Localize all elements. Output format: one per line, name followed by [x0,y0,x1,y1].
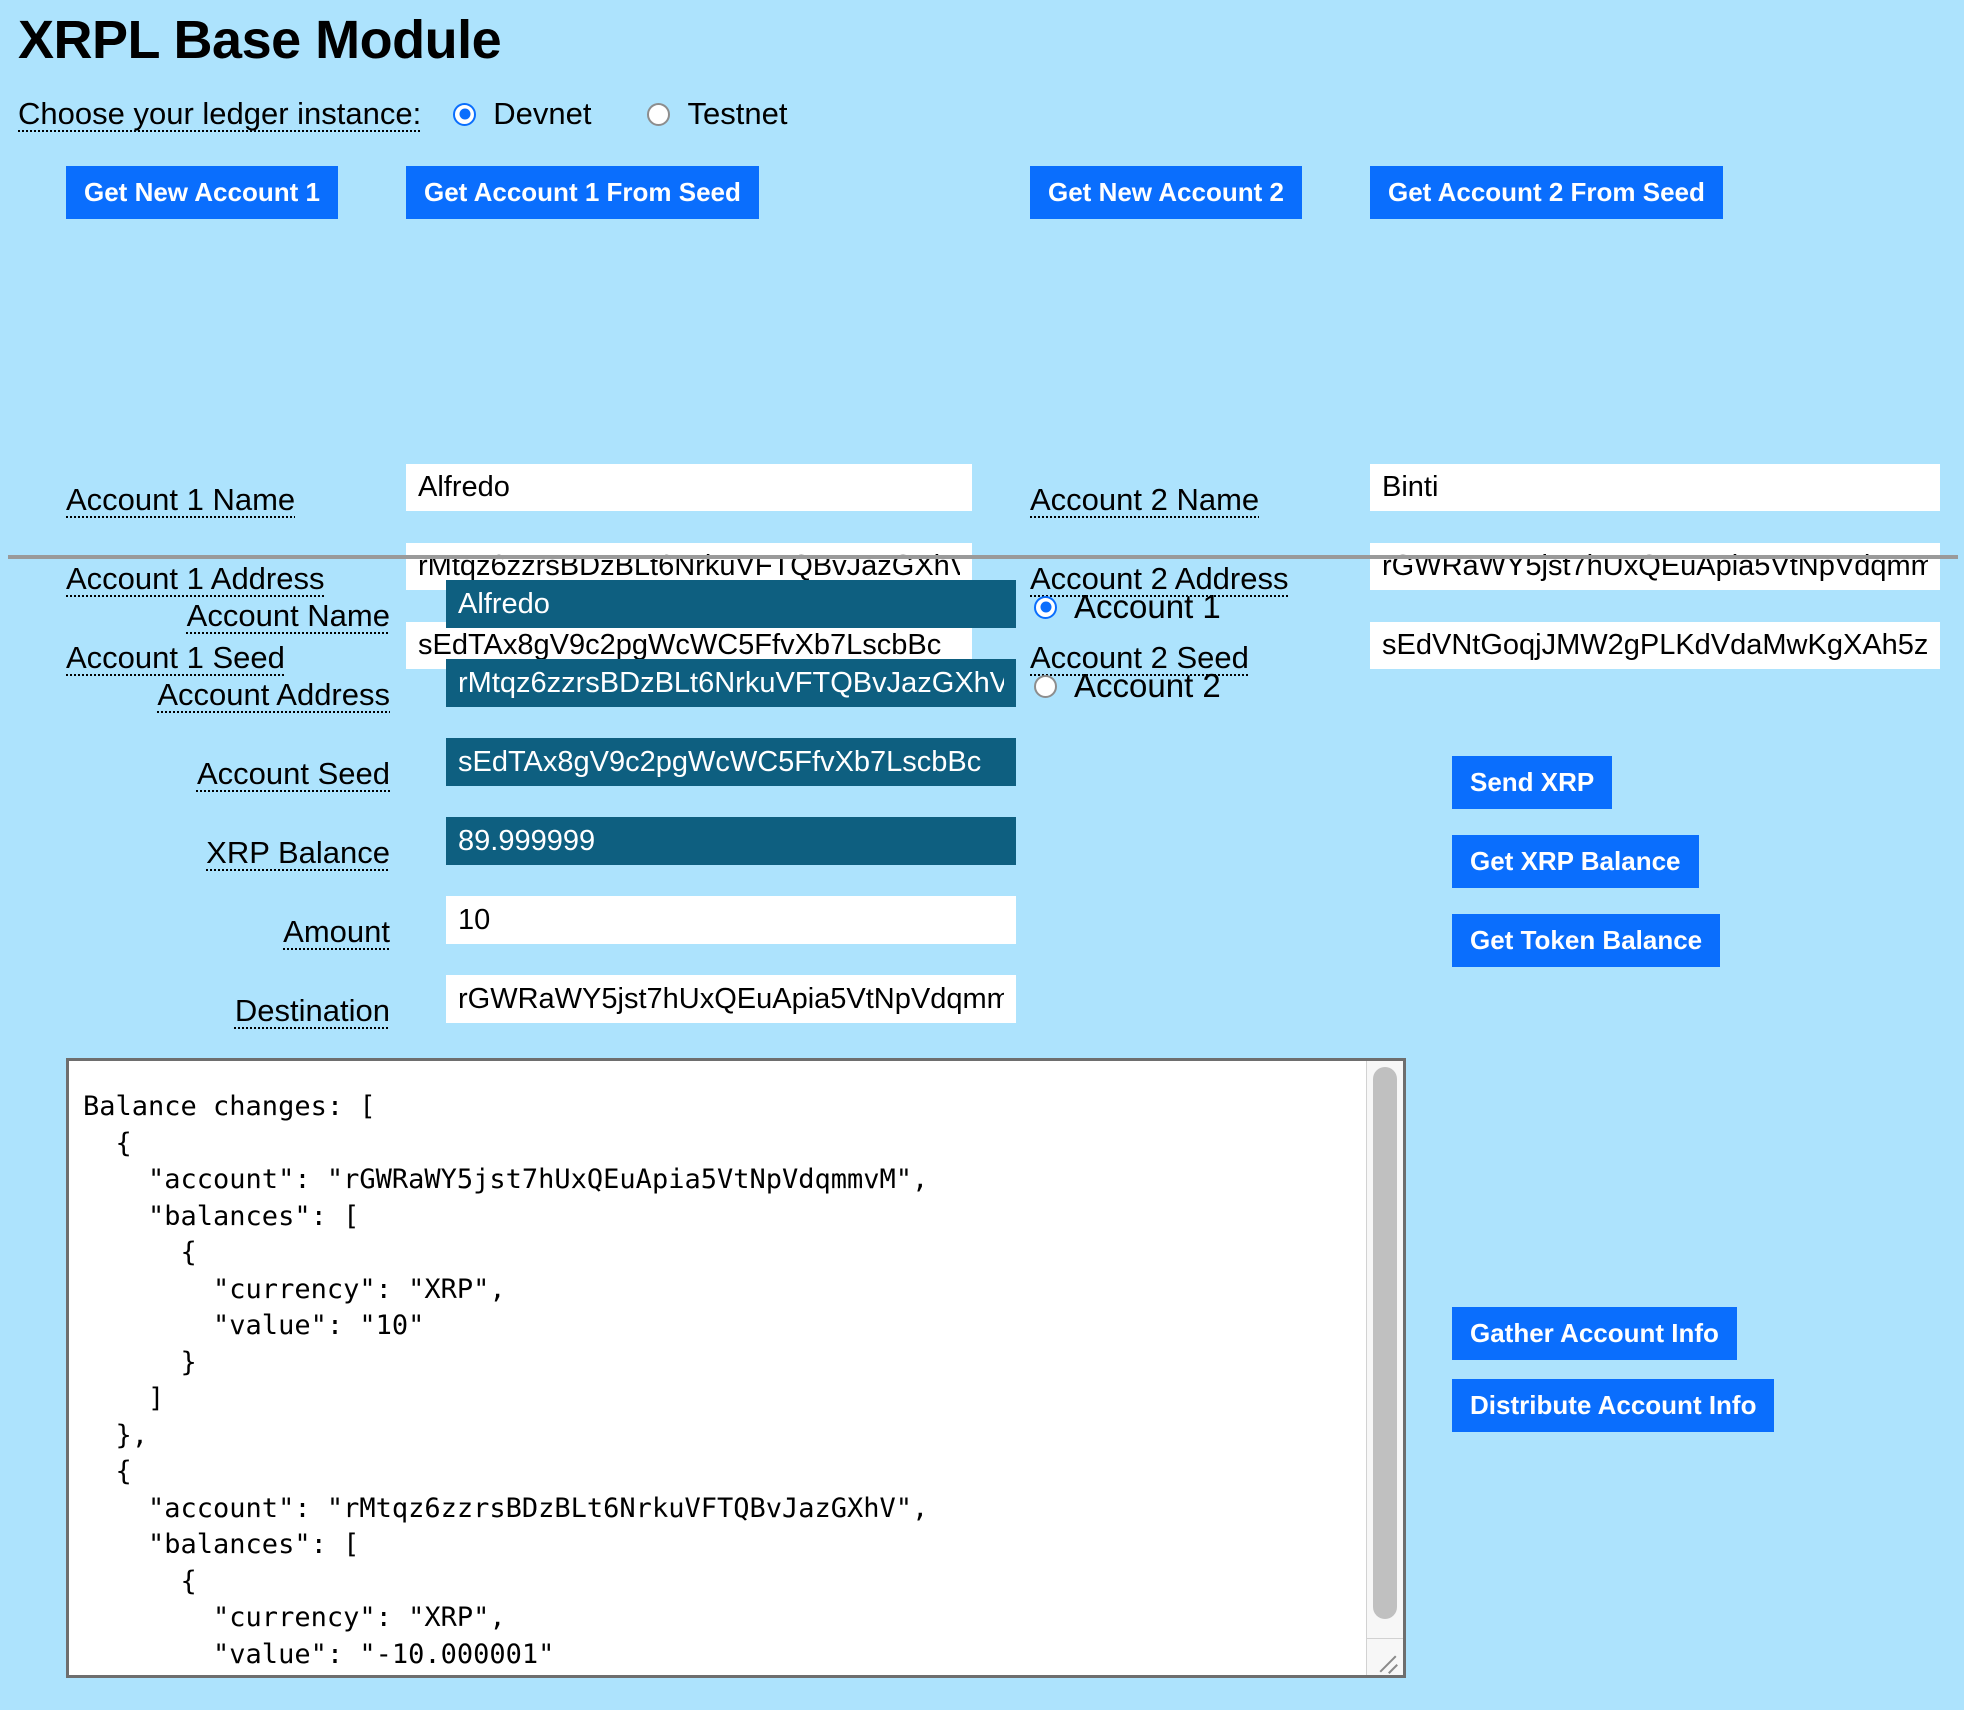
radio-account-2[interactable]: Account 2 [1034,667,1221,705]
output-scrollbar[interactable] [1366,1061,1403,1675]
app-root: XRPL Base Module Choose your ledger inst… [0,10,1964,1710]
radio-testnet[interactable]: Testnet [647,96,787,132]
account-address-field[interactable] [446,659,1016,707]
radio-testnet-indicator[interactable] [647,102,671,126]
account-2-name-label: Account 2 Name [1030,482,1260,518]
radio-account-1-label: Account 1 [1074,588,1221,625]
get-new-account-2-button[interactable]: Get New Account 2 [1030,166,1302,220]
account-1-name-label: Account 1 Name [66,482,296,518]
radio-account-1-indicator[interactable] [1034,595,1057,619]
get-xrp-balance-button[interactable]: Get XRP Balance [1452,835,1699,888]
radio-devnet-indicator[interactable] [453,102,477,126]
account-2-address-label: Account 2 Address [1030,561,1289,597]
section-divider [8,555,1958,559]
radio-testnet-label: Testnet [687,96,788,132]
output-scrollbar-thumb[interactable] [1373,1067,1397,1619]
output-textarea[interactable]: Balance changes: [ { "account": "rGWRaWY… [66,1058,1406,1678]
account-name-field[interactable] [446,580,1016,628]
xrp-balance-label: XRP Balance [206,835,390,870]
ledger-instance-label: Choose your ledger instance: [18,96,422,132]
ledger-chooser: Choose your ledger instance: Devnet Test… [18,96,1964,132]
get-account-2-from-seed-button[interactable]: Get Account 2 From Seed [1370,166,1723,220]
account-2-seed-input[interactable] [1370,622,1940,670]
radio-devnet[interactable]: Devnet [453,96,591,132]
get-account-1-from-seed-button[interactable]: Get Account 1 From Seed [406,166,759,220]
page-title: XRPL Base Module [18,10,502,70]
account-seed-label: Account Seed [196,756,390,791]
send-xrp-button[interactable]: Send XRP [1452,756,1613,809]
account-name-label: Account Name [186,598,390,633]
destination-input[interactable] [446,975,1016,1023]
account-2-address-input[interactable] [1370,543,1940,591]
get-new-account-1-button[interactable]: Get New Account 1 [66,166,338,220]
radio-account-2-label: Account 2 [1074,667,1221,704]
radio-devnet-label: Devnet [493,96,592,132]
get-token-balance-button[interactable]: Get Token Balance [1452,914,1721,967]
account-seed-field[interactable] [446,738,1016,786]
account-address-label: Account Address [157,677,390,712]
xrp-balance-field[interactable] [446,817,1016,865]
destination-label: Destination [234,993,390,1028]
output-resize-handle[interactable] [1366,1638,1403,1675]
account-1-address-label: Account 1 Address [66,561,325,597]
accounts-section: Get New Account 1 Get Account 1 From See… [0,166,1964,675]
account-2-name-input[interactable] [1370,464,1940,512]
account-1-name-input[interactable] [406,464,972,512]
account-1-seed-label: Account 1 Seed [66,640,285,676]
output-text-content[interactable]: Balance changes: [ { "account": "rGWRaWY… [83,1091,929,1670]
radio-account-2-indicator[interactable] [1034,674,1057,698]
account-2-seed-label: Account 2 Seed [1030,640,1249,676]
gather-account-info-button[interactable]: Gather Account Info [1452,1307,1737,1360]
distribute-account-info-button[interactable]: Distribute Account Info [1452,1379,1775,1432]
amount-input[interactable] [446,896,1016,944]
amount-label: Amount [283,914,390,949]
radio-account-1[interactable]: Account 1 [1034,588,1221,626]
